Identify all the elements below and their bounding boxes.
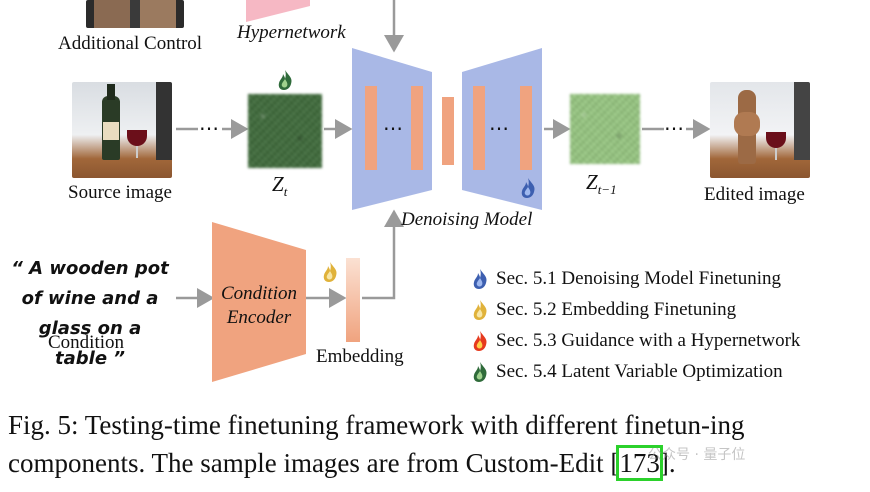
source-image bbox=[72, 82, 172, 178]
source-image-label: Source image bbox=[68, 182, 172, 203]
ellipsis: ⋯ bbox=[489, 118, 509, 140]
figure-caption: Fig. 5: Testing-time finetuning framewor… bbox=[8, 406, 864, 482]
unet-layer bbox=[473, 86, 485, 170]
latent-zt-minus-1 bbox=[570, 94, 640, 164]
condition-encoder-label: Condition Encoder bbox=[220, 283, 297, 328]
latent-zt bbox=[248, 94, 322, 168]
red-flame-icon bbox=[473, 331, 487, 351]
green-flame-icon bbox=[278, 70, 292, 90]
citation-link[interactable]: 173 bbox=[616, 445, 663, 481]
zt-minus-1-label: Zt−1 bbox=[586, 170, 617, 198]
unet-middle-layer bbox=[442, 97, 454, 165]
legend-item-latent: Sec. 5.4 Latent Variable Optimization bbox=[472, 361, 783, 383]
ellipsis: ⋯ bbox=[664, 118, 684, 140]
hypernetwork-label: Hypernetwork bbox=[237, 22, 346, 43]
embedding-label: Embedding bbox=[316, 346, 404, 367]
condition-label: Condition bbox=[48, 332, 125, 353]
additional-control-label: Additional Control bbox=[58, 33, 203, 54]
diagram-canvas bbox=[176, 0, 711, 382]
zt-label: Zt bbox=[272, 172, 288, 200]
additional-control-image bbox=[86, 0, 184, 28]
caption-text: Fig. 5: Testing-time finetuning framewor… bbox=[8, 410, 745, 478]
denoising-model-label: Denoising Model bbox=[401, 209, 533, 230]
watermark: 公众号 · 量子位 bbox=[648, 447, 746, 463]
unet-layer bbox=[365, 86, 377, 170]
unet-layer bbox=[520, 86, 532, 170]
embedding-arrow bbox=[362, 209, 404, 300]
legend-item-denoising: Sec. 5.1 Denoising Model Finetuning bbox=[472, 268, 781, 290]
green-flame-icon bbox=[473, 362, 487, 382]
blue-flame-icon bbox=[521, 178, 535, 198]
blue-flame-icon bbox=[473, 269, 487, 289]
legend-item-embedding: Sec. 5.2 Embedding Finetuning bbox=[472, 299, 736, 321]
ellipsis: ⋯ bbox=[199, 118, 219, 140]
edited-image-label: Edited image bbox=[704, 184, 805, 205]
caption-suffix: ]. bbox=[659, 448, 676, 478]
unet-layer bbox=[411, 86, 423, 170]
edited-image bbox=[710, 82, 810, 178]
embedding-vector bbox=[346, 258, 360, 342]
ellipsis: ⋯ bbox=[383, 118, 403, 140]
yellow-flame-icon bbox=[473, 300, 487, 320]
prompt-text: “ A wooden pot of wine and a glass on a … bbox=[11, 258, 169, 369]
hypernetwork-block bbox=[246, 0, 310, 22]
condition-encoder-block bbox=[212, 222, 306, 382]
yellow-flame-icon bbox=[323, 262, 337, 282]
legend-item-hypernetwork: Sec. 5.3 Guidance with a Hypernetwork bbox=[472, 330, 800, 352]
